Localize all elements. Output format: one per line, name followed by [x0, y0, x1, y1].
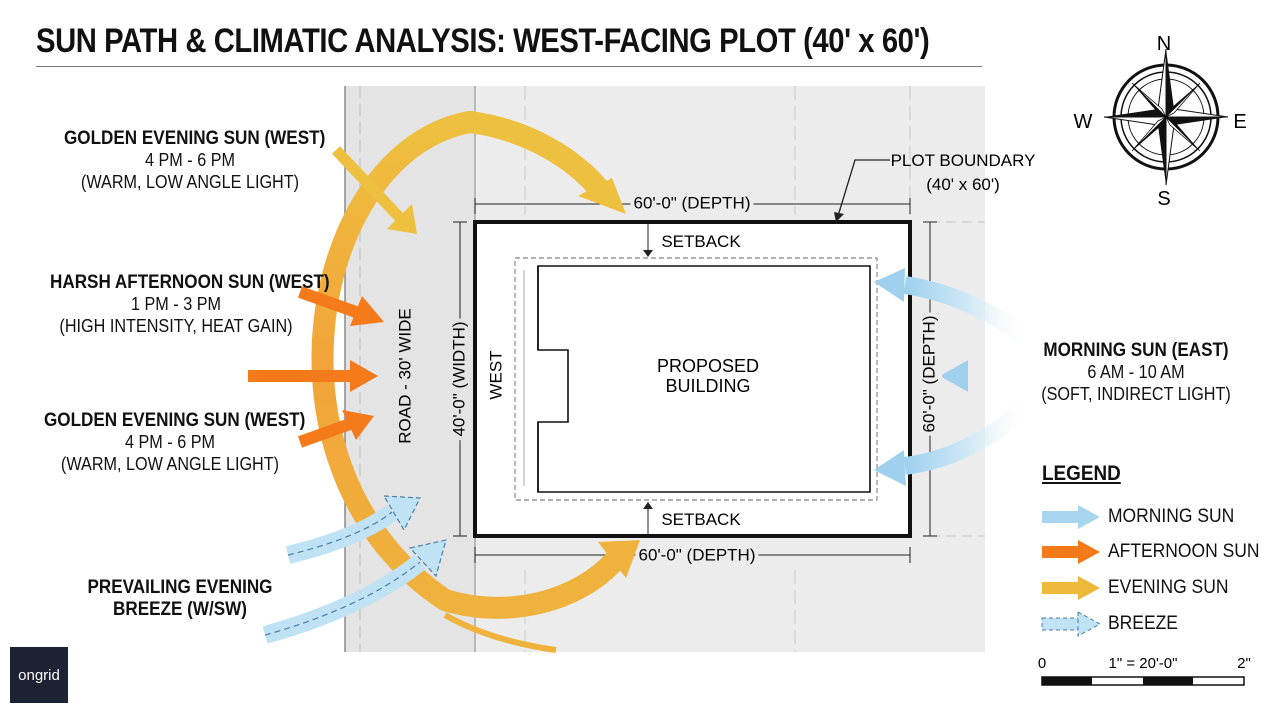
depth-bottom-label: 60'-0" (DEPTH): [639, 545, 756, 564]
morning-sun-arrow-1: [903, 276, 1036, 348]
morning-sun-arrow-3: [903, 397, 1037, 475]
afternoon-sun-arrow-1: [297, 286, 359, 318]
legend-evening-label: EVENING SUN: [1108, 577, 1229, 598]
ongrid-logo: ongrid: [10, 647, 68, 703]
evening-sun-arc-top: [468, 111, 609, 198]
title-underline: [36, 66, 982, 67]
golden-bottom-heading: GOLDEN EVENING SUN (WEST): [44, 410, 306, 431]
morning-note: (SOFT, INDIRECT LIGHT): [1041, 383, 1231, 404]
evening-sun-arc-bottom: [441, 552, 624, 619]
morning-time: 6 AM - 10 AM: [1087, 362, 1185, 383]
compass-e: E: [1233, 111, 1246, 133]
afternoon-sun-arrow-3: [297, 418, 353, 448]
road-label: ROAD - 30' WIDE: [395, 308, 414, 444]
evening-tail: [443, 612, 557, 653]
west-label: WEST: [486, 350, 505, 399]
golden-bottom-note: (WARM, LOW ANGLE LIGHT): [60, 453, 280, 474]
building-label-line2: BUILDING: [665, 376, 750, 396]
depth-top-label: 60'-0" (DEPTH): [634, 193, 751, 212]
building-label-line1: PROPOSED: [657, 356, 759, 376]
depth-right-label: 60'-0" (DEPTH): [919, 316, 938, 433]
scale-end: 2": [1237, 655, 1251, 672]
plot-boundary-leader: [837, 159, 890, 217]
legend-afternoon-label: AFTERNOON SUN: [1108, 541, 1260, 562]
legend-morning-label: MORNING SUN: [1108, 506, 1235, 527]
golden-evening-label-top: GOLDEN EVENING SUN (WEST) 4 PM - 6 PM (W…: [50, 128, 330, 193]
legend-title: LEGEND: [1042, 462, 1121, 485]
morning-sun-label: MORNING SUN (EAST) 6 AM - 10 AM (SOFT, I…: [1020, 340, 1252, 405]
setback-line: [514, 257, 878, 501]
compass-icon: [1103, 48, 1229, 186]
golden-evening-label-bottom: GOLDEN EVENING SUN (WEST) 4 PM - 6 PM (W…: [30, 410, 310, 475]
morning-heading: MORNING SUN (EAST): [1043, 340, 1229, 361]
setback-top-label: SETBACK: [661, 232, 741, 251]
evening-arrowhead-top: [578, 178, 626, 214]
scale-mid: 1" = 20'-0": [1109, 655, 1178, 672]
evening-sun-arc: [311, 111, 481, 611]
harsh-time: 1 PM - 3 PM: [130, 294, 222, 315]
setback-bottom-label: SETBACK: [661, 510, 741, 529]
width-left-label: 40'-0" (WIDTH): [449, 321, 468, 436]
scale-bar: [1041, 676, 1245, 686]
harsh-afternoon-label: HARSH AFTERNOON SUN (WEST) 1 PM - 3 PM (…: [36, 272, 330, 337]
compass-n: N: [1157, 33, 1171, 55]
golden-sun-arrow: [331, 146, 405, 222]
compass-s: S: [1157, 188, 1170, 210]
breeze-line2: BREEZE (W/SW): [113, 599, 247, 621]
scale-zero: 0: [1038, 655, 1046, 672]
plot-boundary-line2: (40' x 60'): [926, 175, 1000, 194]
golden-top-time: 4 PM - 6 PM: [144, 150, 236, 171]
breeze-label: PREVAILING EVENING BREEZE (W/SW): [60, 577, 300, 622]
plot-boundary: [473, 220, 912, 538]
evening-arrowhead-bottom: [598, 540, 640, 578]
legend-breeze-label: BREEZE: [1108, 613, 1178, 634]
harsh-heading: HARSH AFTERNOON SUN (WEST): [50, 272, 330, 293]
golden-top-heading: GOLDEN EVENING SUN (WEST): [64, 128, 326, 149]
breeze-line1: PREVAILING EVENING: [87, 577, 273, 598]
compass-w: W: [1074, 111, 1093, 133]
page-title: SUN PATH & CLIMATIC ANALYSIS: WEST-FACIN…: [36, 22, 930, 60]
legend-breeze-swatch: [1041, 617, 1081, 631]
golden-top-note: (WARM, LOW ANGLE LIGHT): [80, 171, 300, 192]
golden-bottom-time: 4 PM - 6 PM: [124, 432, 216, 453]
plot-boundary-line1: PLOT BOUNDARY: [891, 151, 1036, 170]
harsh-note: (HIGH INTENSITY, HEAT GAIN): [59, 315, 293, 336]
